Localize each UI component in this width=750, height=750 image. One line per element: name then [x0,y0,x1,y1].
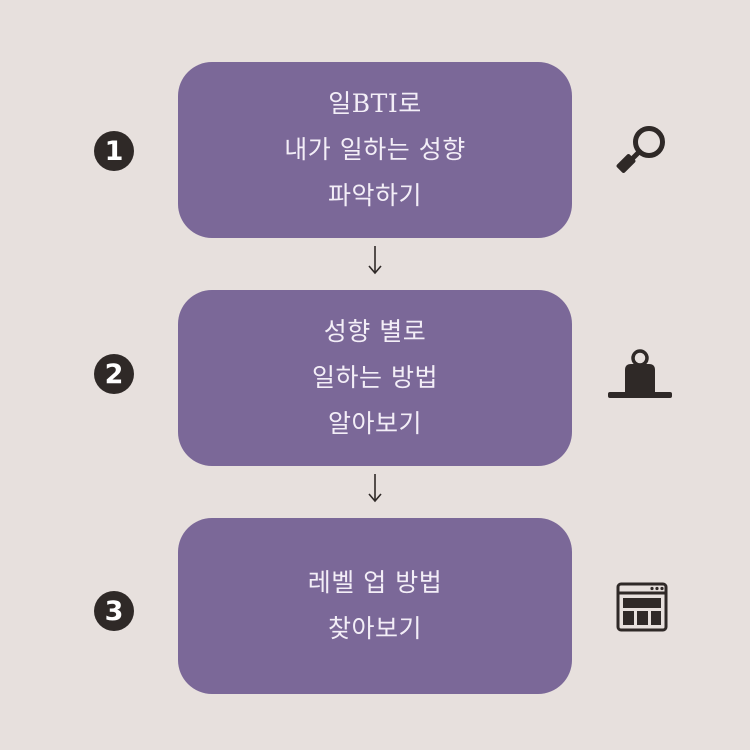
step-1-line-1: 일BTI로 [328,89,422,118]
down-arrow-icon [368,246,382,275]
step-1-line-3: 파악하기 [327,181,422,210]
step-2-line-3: 알아보기 [327,409,422,438]
step-box-3: 레벨 업 방법 찾아보기 [178,518,572,694]
down-arrow-icon [368,474,382,503]
step-box-2: 성향 별로 일하는 방법 알아보기 [178,290,572,466]
step-box-1: 일BTI로 내가 일하는 성향 파악하기 [178,62,572,238]
step-2-line-2: 일하는 방법 [312,363,438,392]
step-number-2: 2 [104,358,124,390]
step-number-badge-2: 2 [94,354,134,394]
step-3-line-2: 찾아보기 [327,614,422,643]
step-number-3: 3 [104,595,124,627]
browser-window-icon [616,582,668,632]
step-number-badge-3: 3 [94,591,134,631]
step-3-line-1: 레벨 업 방법 [307,568,443,597]
magnifier-icon [616,126,665,173]
step-1-line-2: 내가 일하는 성향 [284,135,466,164]
step-number-1: 1 [104,135,124,167]
step-number-badge-1: 1 [94,131,134,171]
person-at-laptop-icon [608,349,672,398]
step-2-line-1: 성향 별로 [323,317,427,346]
